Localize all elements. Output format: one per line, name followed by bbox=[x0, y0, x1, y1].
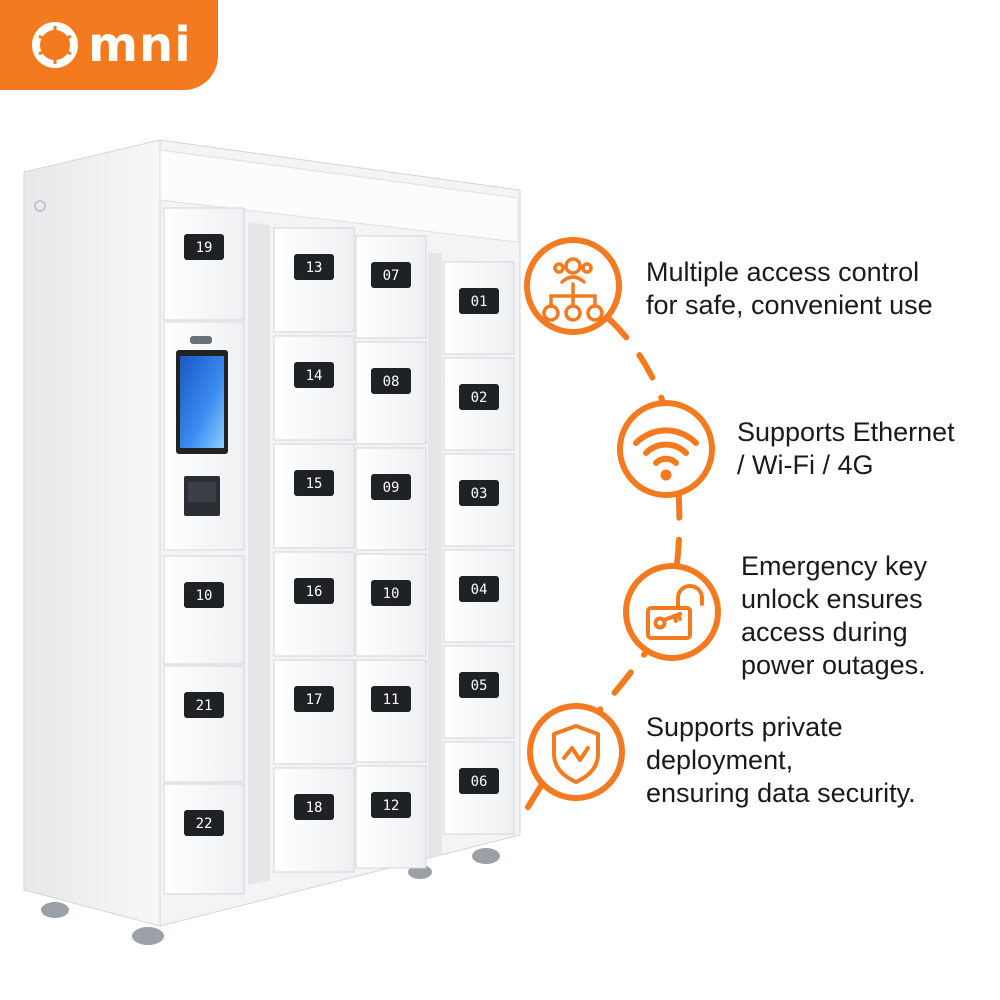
locker-number-plate bbox=[371, 792, 411, 818]
locker-number: 12 bbox=[383, 798, 400, 814]
locker-number: 01 bbox=[471, 294, 488, 310]
locker-door[interactable] bbox=[273, 227, 355, 333]
feature-security-line-2: deployment, bbox=[646, 745, 794, 775]
feature-unlock-line-4: power outages. bbox=[741, 650, 926, 680]
locker-number-plate bbox=[371, 262, 411, 288]
feature-network-line-1: Supports Ethernet bbox=[737, 417, 955, 447]
feature-network-line-2: / Wi-Fi / 4G bbox=[737, 450, 874, 480]
locker-number: 07 bbox=[383, 268, 400, 284]
locker-number-plate bbox=[459, 576, 499, 602]
feature-access-line-1: Multiple access control bbox=[646, 257, 920, 287]
locker-number-plate bbox=[459, 288, 499, 314]
locker-number: 16 bbox=[306, 584, 323, 600]
feature-unlock-line-2: unlock ensures bbox=[741, 584, 923, 614]
access-control-icon bbox=[524, 237, 622, 335]
locker-number: 10 bbox=[383, 586, 400, 602]
locker-number-plate bbox=[184, 234, 224, 260]
unlock-key-icon bbox=[623, 563, 721, 661]
locker-number: 06 bbox=[471, 774, 488, 790]
locker-door[interactable] bbox=[163, 207, 245, 321]
locker-number: 14 bbox=[306, 368, 323, 384]
locker-number: 08 bbox=[383, 374, 400, 390]
locker-number-plate bbox=[294, 686, 334, 712]
feature-unlock-text: Emergency key unlock ensures access duri… bbox=[741, 550, 927, 682]
feature-unlock-line-1: Emergency key bbox=[741, 551, 928, 581]
locker-number: 05 bbox=[471, 678, 488, 694]
locker-door[interactable] bbox=[163, 783, 245, 895]
shield-security-icon bbox=[527, 703, 625, 801]
camera-icon bbox=[190, 336, 212, 344]
locker-number-plate bbox=[459, 672, 499, 698]
feature-access-line-2: for safe, convenient use bbox=[646, 290, 933, 320]
locker-number-plate bbox=[294, 794, 334, 820]
feature-security-line-3: ensuring data security. bbox=[646, 778, 916, 808]
locker-number-plate bbox=[371, 474, 411, 500]
feature-access-text: Multiple access control for safe, conven… bbox=[646, 256, 933, 322]
side-lock-icon bbox=[34, 200, 46, 212]
locker-number-plate bbox=[294, 578, 334, 604]
locker-number-plate bbox=[371, 580, 411, 606]
locker-number-plate bbox=[294, 362, 334, 388]
locker-number: 21 bbox=[196, 698, 213, 714]
locker-door[interactable] bbox=[163, 665, 245, 783]
feature-connector-arc bbox=[517, 287, 683, 823]
locker-number-plate bbox=[459, 768, 499, 794]
locker-number-plate bbox=[459, 480, 499, 506]
locker-number: 11 bbox=[383, 692, 400, 708]
feature-security-line-1: Supports private bbox=[646, 712, 843, 742]
locker-number: 18 bbox=[306, 800, 323, 816]
locker-number-plate bbox=[294, 254, 334, 280]
locker-number-plate bbox=[184, 582, 224, 608]
locker-number: 13 bbox=[306, 260, 323, 276]
locker-number: 03 bbox=[471, 486, 488, 502]
locker-number: 09 bbox=[383, 480, 400, 496]
locker-number: 02 bbox=[471, 390, 488, 406]
locker-number-plate bbox=[371, 368, 411, 394]
locker-number-plate bbox=[184, 692, 224, 718]
locker-number: 22 bbox=[196, 816, 213, 832]
locker-cabinet: 19 10 21 22 13 14 15 16 17 18 07 08 09 10 11 12 01 02 03 04… bbox=[23, 139, 521, 945]
locker-number: 10 bbox=[196, 588, 213, 604]
feature-network-text: Supports Ethernet / Wi-Fi / 4G bbox=[737, 416, 955, 482]
feature-unlock-line-3: access during bbox=[741, 617, 908, 647]
locker-number-plate bbox=[371, 686, 411, 712]
wifi-icon bbox=[617, 400, 715, 498]
locker-number-plate bbox=[459, 384, 499, 410]
locker-door[interactable] bbox=[163, 555, 245, 665]
logo-text: mni bbox=[88, 17, 192, 73]
brand-logo: mni bbox=[0, 0, 218, 90]
omni-logo-icon bbox=[32, 22, 78, 68]
locker-number: 15 bbox=[306, 476, 323, 492]
feature-security-text: Supports private deployment, ensuring da… bbox=[646, 711, 916, 810]
locker-number: 17 bbox=[306, 692, 323, 708]
kiosk-panel bbox=[163, 321, 245, 551]
locker-number-plate bbox=[184, 810, 224, 836]
locker-number-plate bbox=[294, 470, 334, 496]
locker-number: 04 bbox=[471, 582, 488, 598]
locker-number: 19 bbox=[196, 240, 213, 256]
